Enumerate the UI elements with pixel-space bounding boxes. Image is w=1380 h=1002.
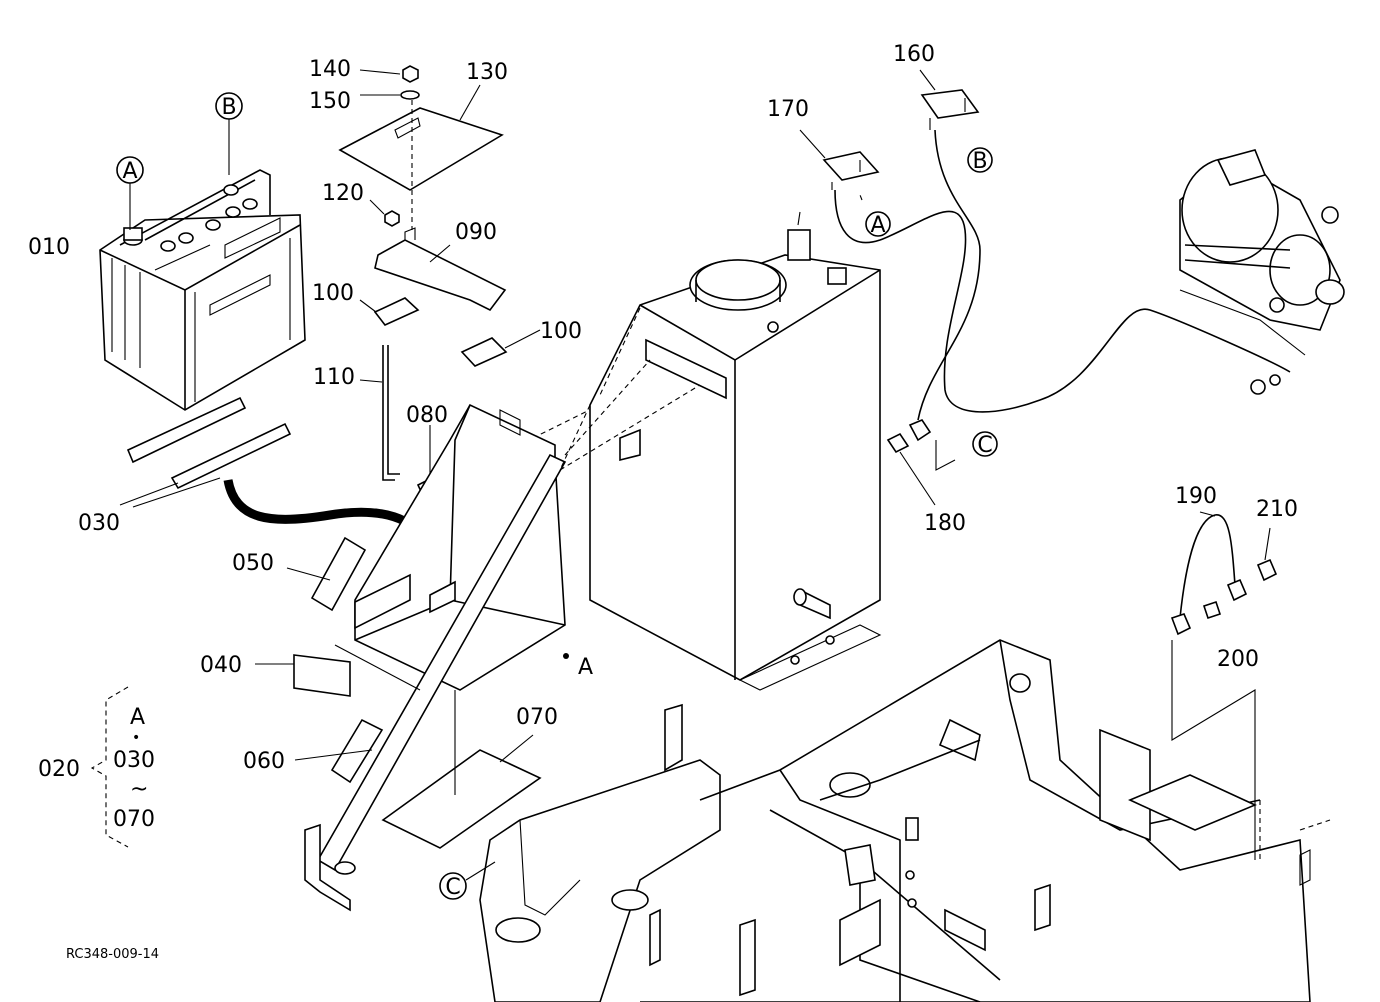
label-150: 150 bbox=[309, 89, 351, 114]
label-070: 070 bbox=[516, 705, 558, 730]
svg-text:B: B bbox=[972, 149, 987, 174]
svg-text:C: C bbox=[445, 875, 460, 900]
kit-tilde: ~ bbox=[130, 777, 148, 802]
callout-c-cable: C bbox=[972, 431, 998, 458]
label-190: 190 bbox=[1175, 484, 1217, 509]
label-050: 050 bbox=[232, 551, 274, 576]
label-140: 140 bbox=[309, 57, 351, 82]
label-040: 040 bbox=[200, 653, 242, 678]
svg-text:A: A bbox=[122, 159, 137, 184]
label-170: 170 bbox=[767, 97, 809, 122]
label-110: 110 bbox=[313, 365, 355, 390]
callout-b-battery: B bbox=[215, 92, 243, 175]
callout-a-tray: A bbox=[578, 655, 593, 680]
kit-dot: • bbox=[132, 730, 140, 746]
chassis-frame-drawing bbox=[479, 639, 1331, 1002]
callout-a-cable: A bbox=[865, 211, 891, 238]
label-020: 020 bbox=[38, 757, 80, 782]
kit-start: 030 bbox=[113, 748, 155, 773]
callout-c-frame: C bbox=[439, 861, 496, 900]
label-200: 200 bbox=[1217, 647, 1259, 672]
label-010: 010 bbox=[28, 235, 70, 260]
pad-030-upper bbox=[126, 396, 247, 464]
battery-tray-drawing bbox=[255, 403, 569, 912]
label-180: 180 bbox=[924, 511, 966, 536]
ground-cable-drawing bbox=[1170, 511, 1278, 860]
battery-drawing bbox=[99, 169, 306, 411]
svg-text:A: A bbox=[870, 213, 885, 238]
pad-030-lower bbox=[170, 422, 292, 490]
label-120: 120 bbox=[322, 181, 364, 206]
svg-text:B: B bbox=[221, 95, 236, 120]
label-130: 130 bbox=[466, 60, 508, 85]
callout-b-cable: B bbox=[967, 147, 993, 174]
label-160: 160 bbox=[893, 42, 935, 67]
label-090: 090 bbox=[455, 220, 497, 245]
label-080: 080 bbox=[406, 403, 448, 428]
svg-text:C: C bbox=[977, 433, 992, 458]
label-030: 030 bbox=[78, 511, 120, 536]
label-100-lower: 100 bbox=[540, 319, 582, 344]
kit-from-letter: A bbox=[130, 705, 145, 730]
label-210: 210 bbox=[1256, 497, 1298, 522]
tank-drawing bbox=[559, 211, 882, 691]
starter-motor-drawing bbox=[1179, 149, 1345, 395]
drawing-code: RC348-009-14 bbox=[66, 947, 159, 962]
label-060: 060 bbox=[243, 749, 285, 774]
kit-end: 070 bbox=[113, 807, 155, 832]
label-100-upper: 100 bbox=[312, 281, 354, 306]
kit-bracket bbox=[90, 686, 129, 848]
callout-a-battery: A bbox=[116, 156, 144, 230]
battery-cables-drawing bbox=[799, 69, 1291, 506]
